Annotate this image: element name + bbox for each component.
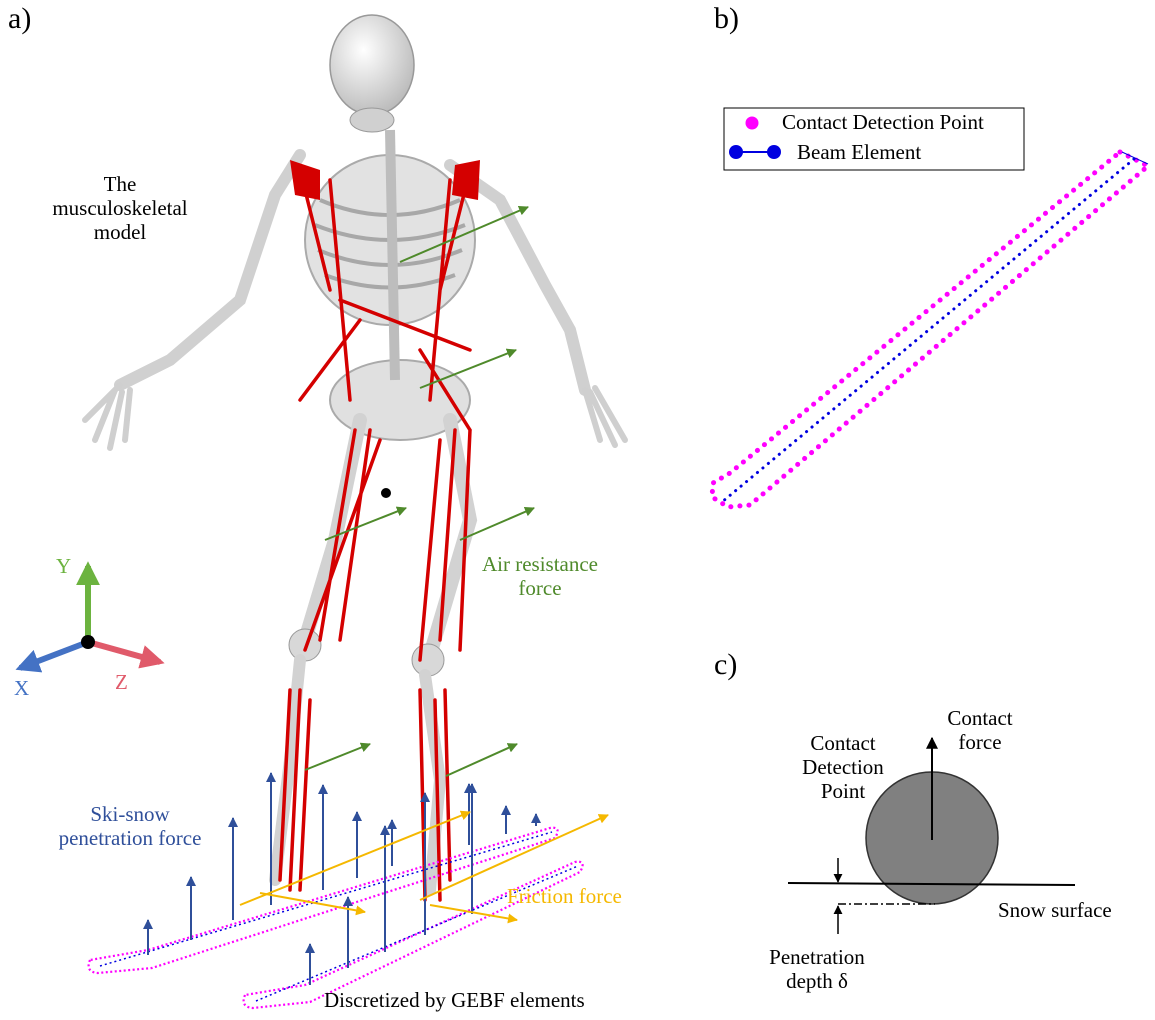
skeleton-model	[85, 15, 625, 900]
legend-beam-marker-right	[767, 145, 781, 159]
contact-detection-point-label: Contact Detection Point	[778, 731, 908, 803]
snow-surface-line	[788, 883, 1075, 885]
friction-arrow	[430, 905, 517, 920]
axis-x-arrow	[20, 642, 88, 668]
axis-z-arrow	[88, 642, 160, 662]
panel-label-c: c)	[714, 648, 737, 683]
legend-contact-label: Contact Detection Point	[782, 110, 984, 134]
contact-force-label: Contact force	[920, 706, 1040, 754]
axis-y-label: Y	[56, 554, 71, 578]
legend-beam-label: Beam Element	[797, 140, 921, 164]
panel-label-a: a)	[8, 2, 31, 37]
axis-z-label: Z	[115, 670, 128, 694]
air-arrow	[305, 744, 370, 770]
center-of-mass-dot	[381, 488, 391, 498]
legend-contact-marker	[746, 117, 759, 130]
skull	[330, 15, 414, 115]
right-hand	[585, 388, 625, 445]
gebf-label: Discretized by GEBF elements	[324, 988, 585, 1012]
air-arrow	[446, 744, 517, 776]
friction-force-label: Friction force	[507, 884, 622, 908]
contact-point-outline	[712, 152, 1148, 507]
beam-element-line	[722, 159, 1134, 502]
panel-label-b: b)	[714, 2, 739, 37]
model-label: The musculoskeletal model	[20, 172, 220, 244]
legend-beam-marker-left	[729, 145, 743, 159]
penetration-depth-label: Penetration depth δ	[752, 945, 882, 993]
air-resistance-label: Air resistance force	[450, 552, 630, 600]
friction-arrow	[260, 893, 365, 912]
snow-surface-label: Snow surface	[998, 898, 1112, 922]
right-arm	[450, 165, 585, 390]
axis-x-label: X	[14, 676, 29, 700]
coordinate-axes	[20, 566, 160, 668]
penetration-force-label: Ski-snow penetration force	[30, 802, 230, 850]
ski-beam-model	[712, 152, 1148, 507]
left-hand	[85, 385, 130, 448]
axis-origin	[81, 635, 95, 649]
